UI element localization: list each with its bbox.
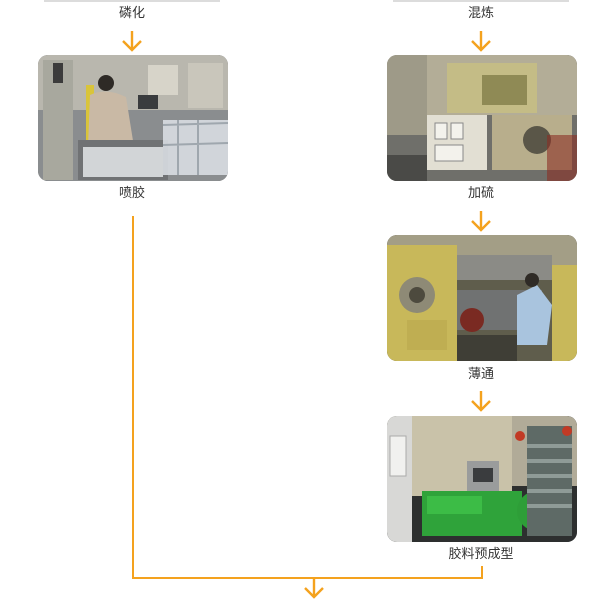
connector-right-vertical (481, 566, 483, 578)
photo-mixing (387, 55, 577, 181)
arrow-down-icon (471, 211, 491, 232)
photo-phosphating (38, 55, 228, 181)
arrow-down-icon (471, 31, 491, 52)
step-label-mixing: 混炼 (467, 6, 494, 21)
arrow-down-icon (304, 578, 324, 599)
connector-left-vertical (132, 216, 134, 578)
arrow-down-icon (122, 31, 142, 52)
step-label-vulcanizing: 加硫 (467, 186, 494, 201)
step-label-phosphating: 磷化 (118, 6, 145, 21)
step-label-thin-passing: 薄通 (467, 367, 494, 382)
photo-vulcanizing (387, 235, 577, 361)
top-divider-right (393, 0, 569, 2)
step-label-glue-spraying: 喷胶 (118, 186, 145, 201)
connector-horizontal (132, 577, 483, 579)
step-label-rubber-preforming: 胶料预成型 (448, 547, 514, 562)
arrow-down-icon (471, 391, 491, 412)
top-divider-left (44, 0, 220, 2)
photo-preforming (387, 416, 577, 542)
